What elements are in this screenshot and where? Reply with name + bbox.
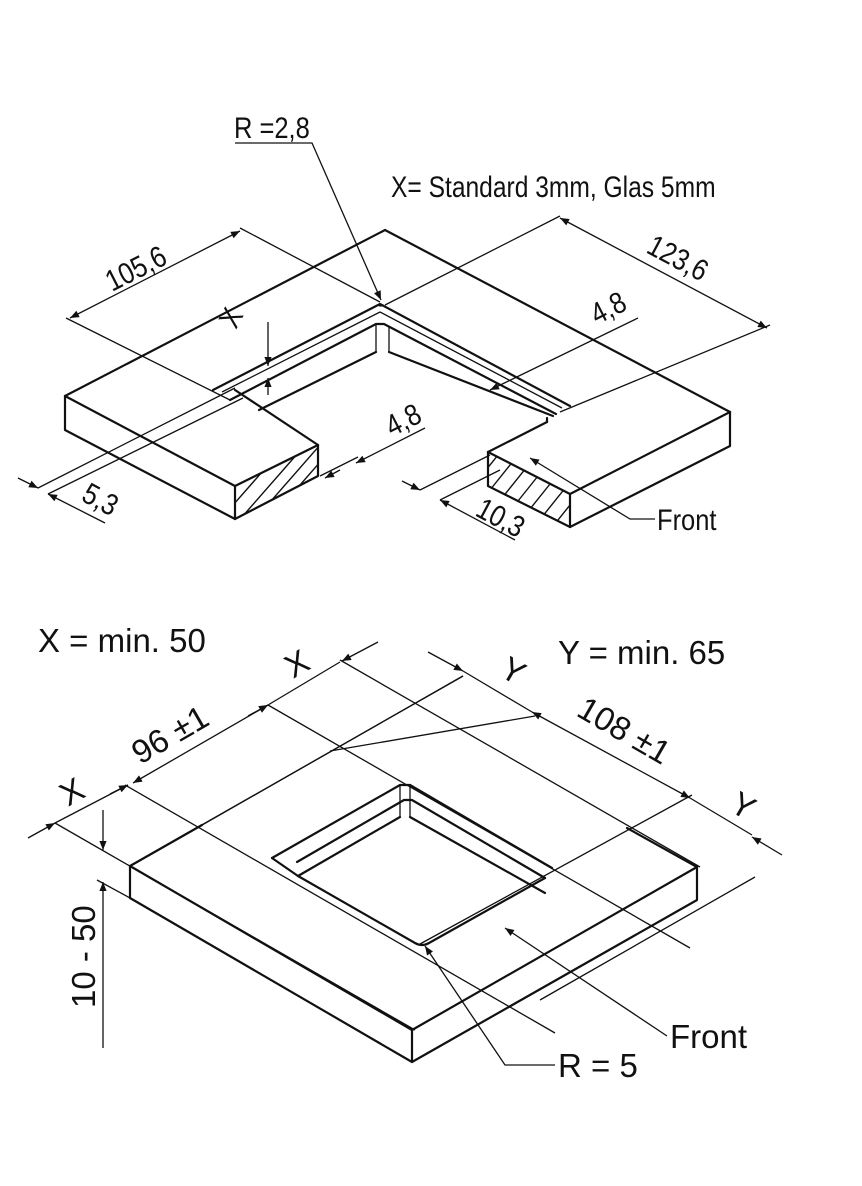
thickness-dimension: 10 - 50	[65, 905, 102, 1008]
top-body-outline	[63, 228, 732, 529]
radius-label-top: R =2,8	[234, 111, 310, 144]
x-dimension-top: X	[212, 302, 249, 333]
bottom-labels: X = min. 50 Y = min. 65 X X 96 ±1 Y Y 10…	[38, 622, 762, 1084]
width-dimension-top: 123,6	[642, 228, 714, 287]
x-dimension-right: X	[278, 642, 316, 685]
y-dimension-left: Y	[495, 649, 533, 692]
bottom-body-outline	[128, 823, 699, 1064]
width-dimension-bottom: 108 ±1	[572, 689, 678, 771]
depth-dimension-top: 105,6	[100, 239, 172, 298]
top-dimension-lines	[17, 142, 771, 541]
top-recess	[211, 302, 572, 418]
y-min-note: Y = min. 65	[558, 634, 725, 671]
front-label-top: Front	[657, 503, 717, 536]
rim-dimension-front: 4,8	[380, 397, 427, 443]
x-min-note: X = min. 50	[38, 622, 206, 659]
depth-dimension-bottom: 96 ±1	[125, 698, 215, 771]
x-dimension-left: X	[53, 770, 91, 813]
y-dimension-right: Y	[725, 784, 763, 827]
material-note: X= Standard 3mm, Glas 5mm	[391, 170, 716, 204]
radius-label-bottom: R = 5	[558, 1047, 638, 1084]
bottom-drawing-countertop: X = min. 50 Y = min. 65 X X 96 ±1 Y Y 10…	[27, 622, 783, 1084]
bottom-dimension-lines	[27, 641, 783, 1066]
right-section-dimension: 10,3	[471, 491, 530, 544]
bottom-cutout	[270, 783, 554, 947]
front-label-bottom: Front	[670, 1018, 747, 1055]
left-section-dimension: 5,3	[77, 476, 124, 522]
top-drawing-frame-cutout: R =2,8 X= Standard 3mm, Glas 5mm 105,6 1…	[17, 111, 771, 544]
top-labels: R =2,8 X= Standard 3mm, Glas 5mm 105,6 1…	[77, 111, 717, 544]
